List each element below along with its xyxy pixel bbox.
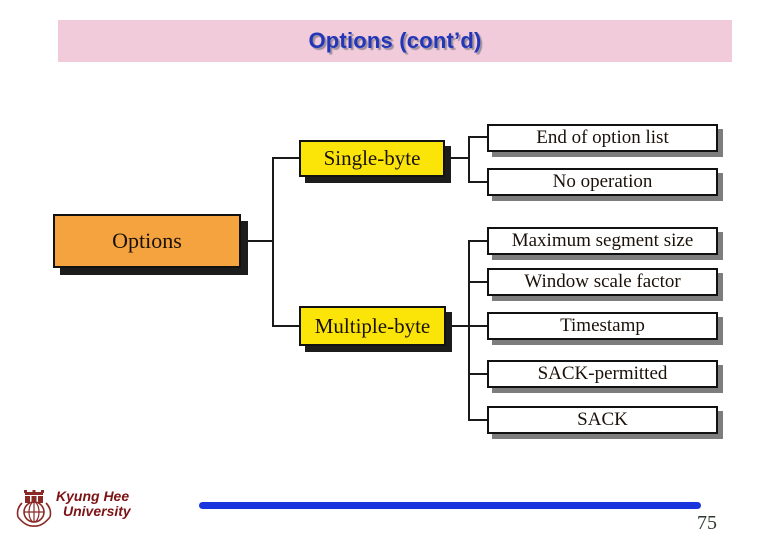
university-crest-icon — [12, 487, 56, 531]
connector-to-maximum-segment-size — [468, 240, 487, 242]
connector-to-no-operation — [468, 181, 487, 183]
connector-trunk-to-multiple — [272, 325, 299, 327]
university-name: Kyung Hee University — [56, 489, 131, 519]
connector-to-window-scale-factor — [468, 281, 487, 283]
node-window-scale-factor: Window scale factor — [487, 268, 718, 296]
connector-single-right — [447, 157, 470, 159]
university-name-line2: University — [63, 503, 131, 519]
connector-to-sack — [468, 419, 487, 421]
connector-trunk-vertical — [272, 157, 274, 327]
connector-single-vertical — [468, 136, 470, 183]
title-bar: Options (cont’d) — [58, 20, 732, 62]
node-timestamp: Timestamp — [487, 312, 718, 340]
node-no-operation: No operation — [487, 168, 718, 196]
node-options: Options — [53, 214, 241, 268]
slide-title: Options (cont’d) — [308, 28, 482, 53]
node-sack: SACK — [487, 406, 718, 434]
connector-to-end-of-option-list — [468, 136, 487, 138]
connector-to-sack-permitted — [468, 373, 487, 375]
footer-accent-line — [199, 502, 701, 509]
node-single-byte: Single-byte — [299, 140, 445, 177]
university-name-line1: Kyung Hee — [56, 488, 130, 504]
node-end-of-option-list: End of option list — [487, 124, 718, 152]
page-number: 75 — [697, 512, 717, 534]
connector-root-trunk — [241, 240, 274, 242]
node-multiple-byte: Multiple-byte — [299, 306, 446, 346]
node-maximum-segment-size: Maximum segment size — [487, 227, 718, 255]
connector-multiple-right — [448, 325, 470, 327]
connector-multiple-vertical — [468, 240, 470, 421]
connector-to-timestamp — [468, 325, 487, 327]
node-sack-permitted: SACK-permitted — [487, 360, 718, 388]
connector-trunk-to-single — [272, 157, 299, 159]
